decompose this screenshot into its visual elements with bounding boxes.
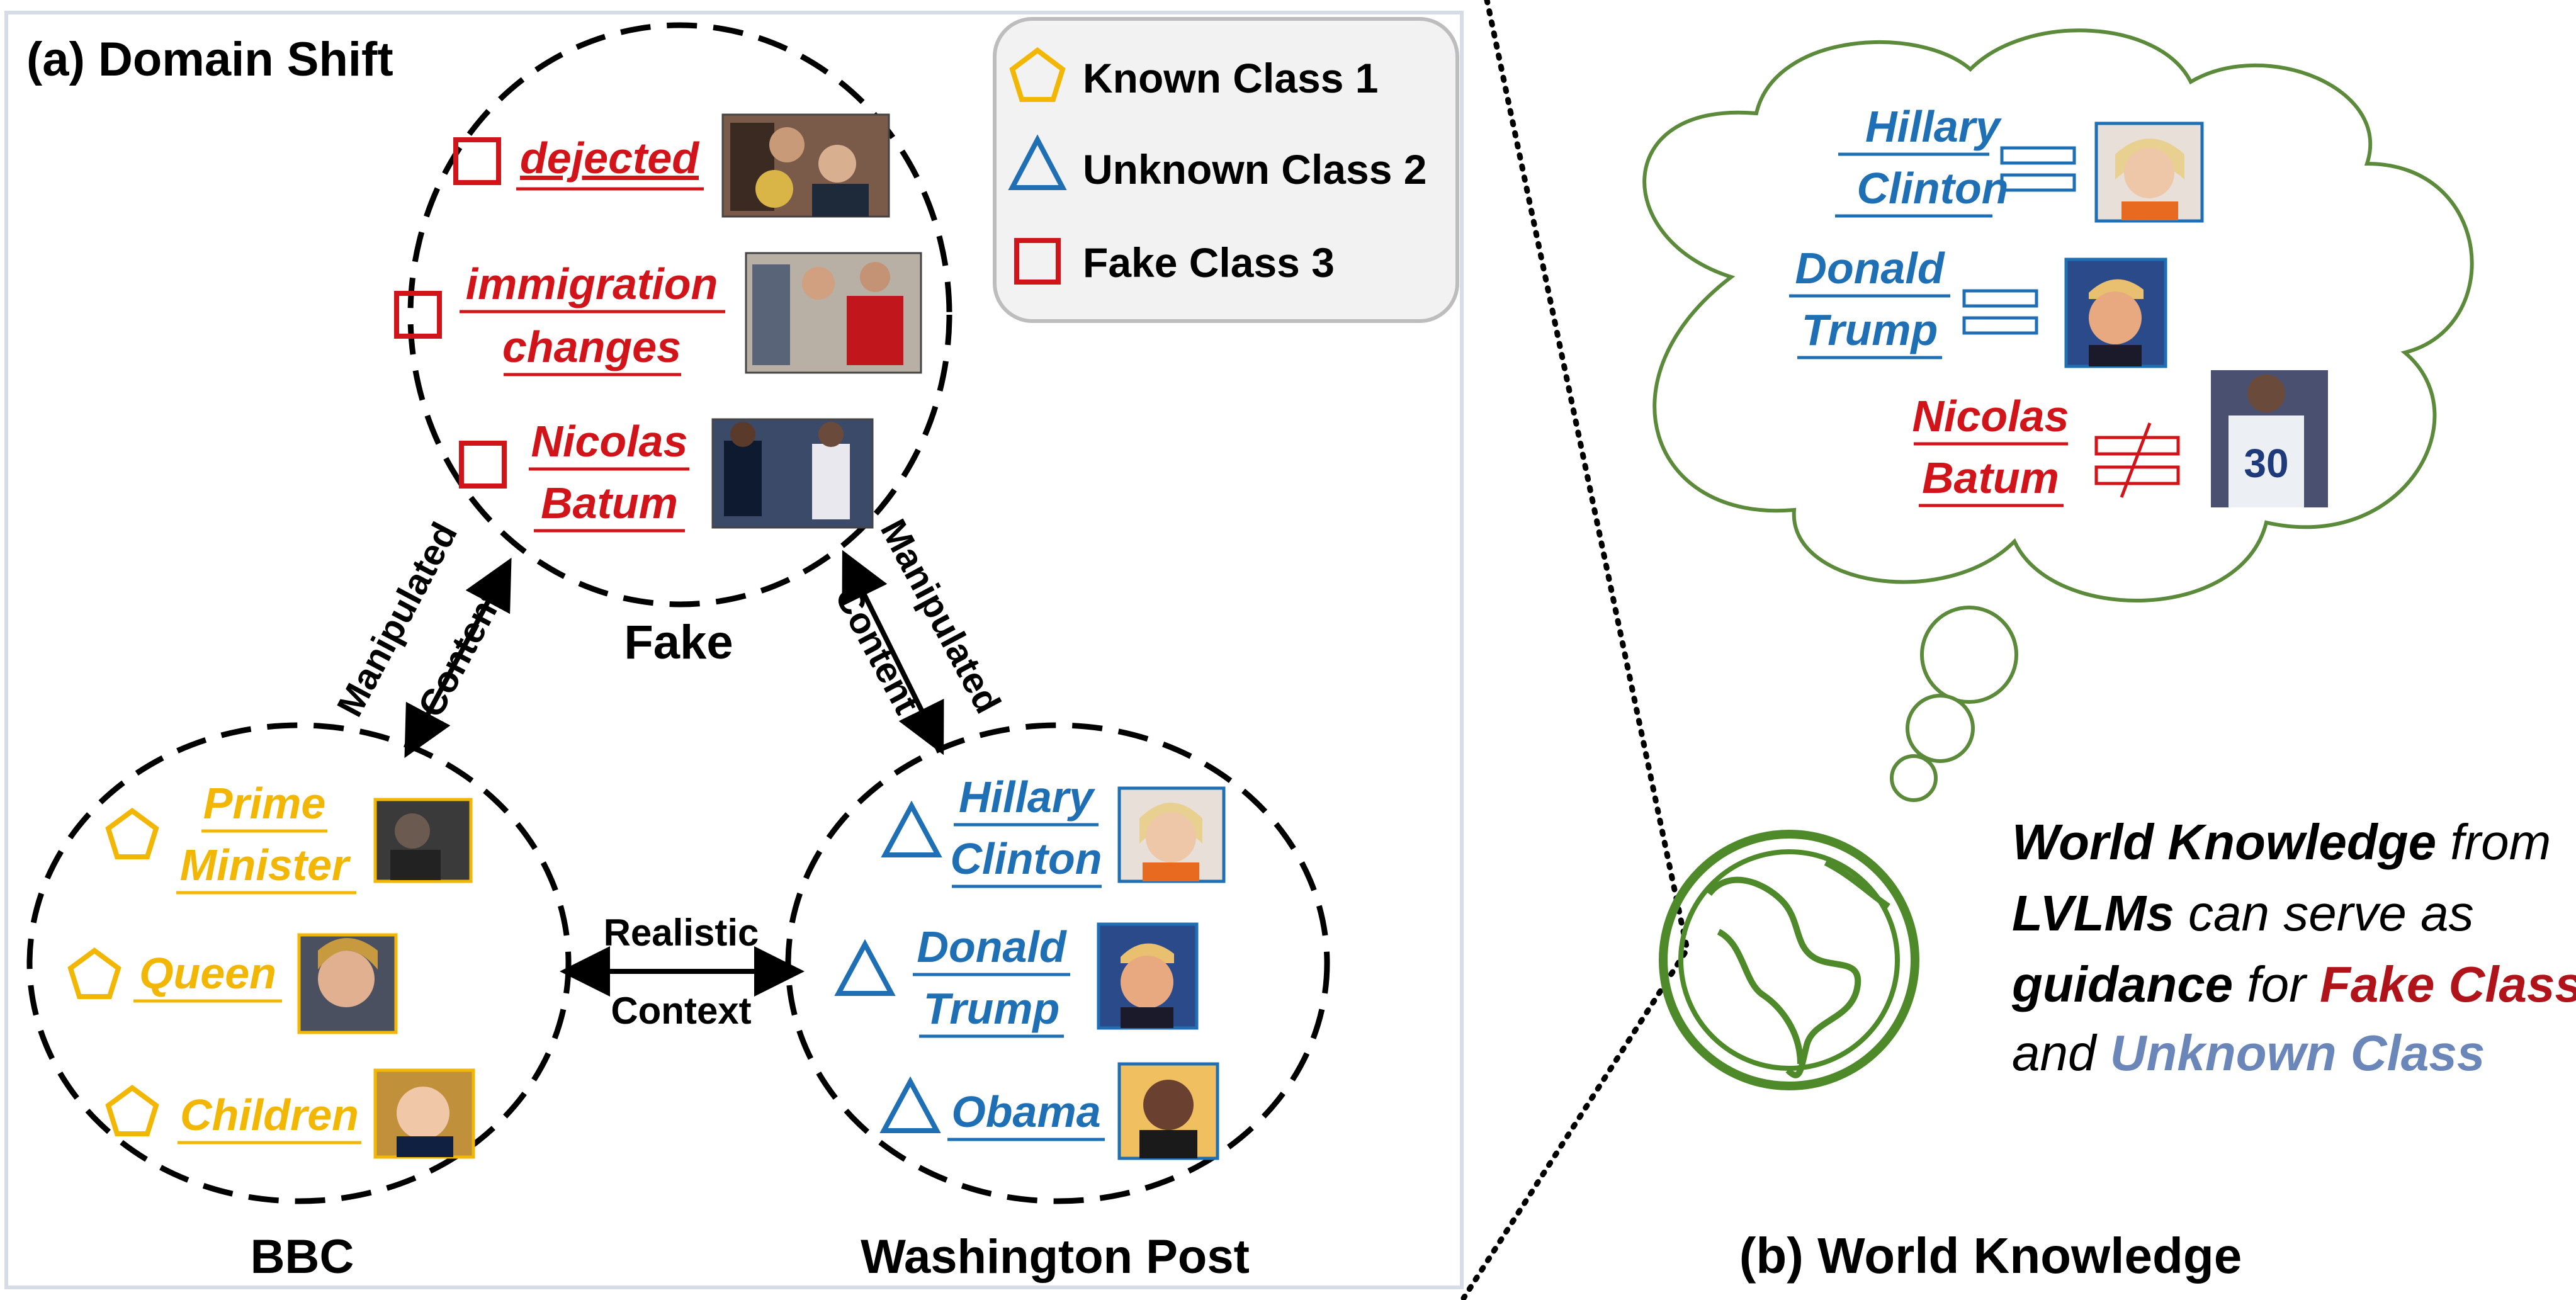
statement-line-1: World Knowledge from xyxy=(2012,814,2551,870)
equals-icon xyxy=(2000,146,2076,192)
right-edge-arrow xyxy=(842,550,944,755)
equals-icon xyxy=(1962,289,2038,335)
legend-label-unknown: Unknown Class 2 xyxy=(1083,146,1426,193)
cloud-item-donald: Donald xyxy=(1795,244,1945,293)
statement-unknown-class: Unknown Class xyxy=(2110,1025,2485,1081)
legend: Known Class 1 Unknown Class 2 Fake Class… xyxy=(993,17,1459,323)
fake-item-dejected: dejected xyxy=(520,133,699,183)
bbc-photo-2 xyxy=(297,933,398,1034)
cloud-item-batum: Batum xyxy=(1922,453,2059,502)
triangle-icon xyxy=(879,1076,941,1133)
wapo-item-hillary: Hillary xyxy=(959,772,1095,822)
square-icon xyxy=(394,291,442,339)
triangle-icon xyxy=(834,939,896,996)
bbc-domain-label: BBC xyxy=(251,1230,354,1284)
cloud-item-clinton: Clinton xyxy=(1856,164,2008,213)
cloud-photo-trump xyxy=(2064,257,2167,368)
legend-label-fake: Fake Class 3 xyxy=(1083,239,1335,286)
left-edge-arrow xyxy=(404,557,512,759)
fake-photo-3 xyxy=(711,418,874,529)
bbc-photo-3 xyxy=(373,1068,475,1159)
panel-b-title: (b) World Knowledge xyxy=(1739,1228,2242,1284)
cloud-item-nicolas: Nicolas xyxy=(1912,392,2069,441)
statement-rest-2: can serve as xyxy=(2174,885,2474,941)
statement-line-4: and Unknown Class xyxy=(2012,1025,2485,1081)
cloud-photo-batum: 30 xyxy=(2211,370,2328,507)
earth-globe-icon xyxy=(1659,830,1919,1090)
statement-mid-3: for xyxy=(2233,956,2320,1012)
fake-domain-label: Fake xyxy=(624,616,733,669)
cloud-item-trump: Trump xyxy=(1802,305,1938,354)
square-icon xyxy=(453,137,501,185)
statement-bold-2: LVLMs xyxy=(2012,885,2174,941)
statement-bold-3: guidance xyxy=(2011,956,2233,1012)
legend-box xyxy=(993,17,1459,323)
statement-pre-4: and xyxy=(2012,1025,2110,1081)
statement-line-2: LVLMs can serve as xyxy=(2012,885,2474,941)
statement-rest-1: from xyxy=(2436,814,2551,870)
wapo-item-donald: Donald xyxy=(917,922,1066,971)
cloud-item-hillary: Hillary xyxy=(1865,102,2002,151)
wapo-photo-1 xyxy=(1117,786,1226,883)
statement-bold-1: World Knowledge xyxy=(2012,814,2436,870)
fake-item-nicolas: Nicolas xyxy=(531,417,688,466)
triangle-icon xyxy=(1008,134,1067,190)
pentagon-icon xyxy=(67,947,121,999)
triangle-icon xyxy=(881,800,942,857)
bottom-edge-label-1: Realistic xyxy=(604,912,759,954)
bbc-item-queen: Queen xyxy=(139,949,276,998)
svg-text:30: 30 xyxy=(2244,441,2288,486)
cloud-photo-hillary xyxy=(2094,122,2204,223)
square-icon xyxy=(1014,238,1061,285)
wapo-photo-3 xyxy=(1117,1062,1219,1160)
statement-line-3: guidance for Fake Class xyxy=(2011,956,2576,1012)
wapo-item-obama: Obama xyxy=(951,1087,1100,1136)
not-equal-icon xyxy=(2094,422,2180,498)
bbc-item-children: Children xyxy=(180,1090,359,1139)
wapo-item-trump: Trump xyxy=(924,984,1060,1033)
square-icon xyxy=(459,441,507,489)
fake-photo-2 xyxy=(745,252,922,374)
fake-domain-circle xyxy=(407,22,952,608)
panel-divider xyxy=(1460,0,1690,1300)
fake-item-immigration: immigration xyxy=(466,259,718,308)
wapo-domain-label: Washington Post xyxy=(861,1230,1250,1284)
legend-label-known: Known Class 1 xyxy=(1083,55,1378,101)
fake-item-changes: changes xyxy=(502,322,681,371)
pentagon-icon xyxy=(105,808,159,859)
fake-item-batum: Batum xyxy=(541,478,678,528)
bbc-item-prime: Prime xyxy=(203,779,326,828)
bottom-edge-label-2: Context xyxy=(611,990,751,1032)
panel-a-title: (a) Domain Shift xyxy=(26,33,393,86)
wapo-item-clinton: Clinton xyxy=(950,834,1102,883)
statement-fake-class: Fake Class xyxy=(2320,956,2576,1012)
bbc-photo-1 xyxy=(373,798,473,883)
wapo-photo-2 xyxy=(1097,922,1199,1030)
pentagon-icon xyxy=(105,1085,159,1136)
fake-photo-1 xyxy=(721,113,890,218)
bbc-item-minister: Minister xyxy=(180,840,351,890)
pentagon-icon xyxy=(1009,47,1066,102)
